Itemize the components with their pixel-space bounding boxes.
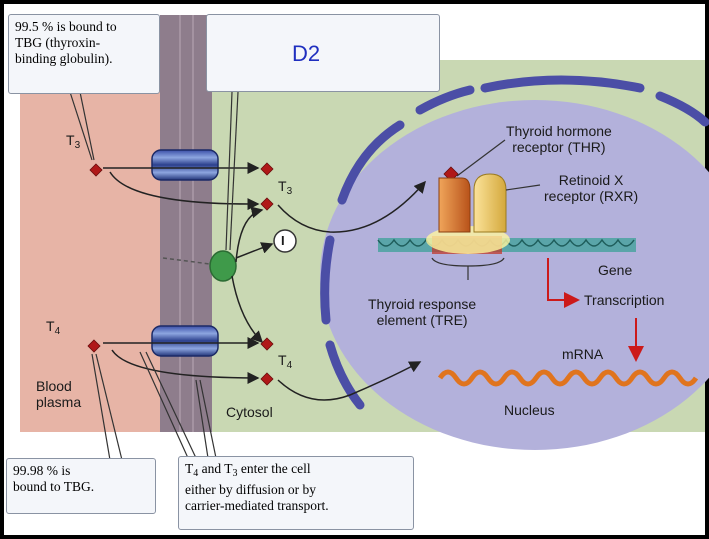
callout-enter-cell: T4 and T3 enter the cell either by diffu… [178, 456, 414, 530]
d2-to-t3-arrow [235, 206, 264, 263]
callout-tbg-t4: 99.98 % is bound to TBG. [6, 458, 156, 514]
transporter-top [151, 149, 219, 181]
callout-line: either by diffusion or by [185, 482, 316, 497]
binding-glow [426, 226, 510, 254]
t3-molecule-cytosol [260, 197, 274, 211]
t4-arrow-lower [111, 349, 260, 384]
d2-to-iodide-arrow [235, 242, 274, 259]
callout-line: carrier-mediated transport. [185, 498, 329, 513]
rxr-receptor [473, 173, 507, 233]
callout-line: 99.5 % is bound to [15, 19, 117, 34]
t4-molecule-plasma [87, 339, 101, 353]
blood-plasma-label: Blood plasma [36, 378, 82, 410]
t4-molecule-cytosol [260, 372, 274, 386]
tbg-t3-leader [79, 91, 95, 161]
t4-label-cytosol: T4 [278, 352, 293, 371]
mrna-strand [437, 369, 699, 387]
d2-enzyme [209, 250, 237, 282]
t4-molecule-cytosol [260, 337, 274, 351]
callout-line: 99.98 % is [13, 463, 71, 478]
transcription-label: Transcription [584, 292, 665, 308]
d2-leader [225, 91, 233, 251]
t4-label-plasma: T4 [46, 318, 61, 337]
callout-line: binding globulin). [15, 51, 113, 66]
membrane-dashed-line [162, 257, 211, 265]
enter-cell-leader [145, 351, 197, 459]
enter-cell-leader [199, 379, 217, 459]
cell-membrane [160, 15, 212, 432]
gene-label: Gene [598, 262, 633, 278]
rxr-label: Retinoid X receptor (RXR) [544, 172, 639, 204]
tbg-t3-leader [69, 91, 93, 161]
d2-leader [229, 91, 239, 251]
nuclear-envelope [320, 75, 709, 410]
t3-label-cytosol: T3 [278, 178, 293, 197]
t3-molecule-plasma [89, 163, 103, 177]
d2-label: D2 [292, 41, 321, 66]
thr-receptor [438, 177, 471, 233]
tbg-t4-leader [91, 353, 111, 461]
t3-label-plasma: T3 [66, 132, 81, 151]
iodide-circle [273, 229, 297, 253]
t3-arrow-lower [109, 171, 260, 211]
rxr-leader [505, 184, 541, 191]
thr-leader [456, 139, 506, 177]
iodide-label: I [281, 233, 285, 248]
t4-into-nucleus-arrow [277, 361, 422, 401]
t3-into-nucleus-arrow [277, 180, 426, 233]
callout-d2: D2 [206, 14, 440, 92]
tbg-t4-leader [95, 353, 123, 461]
tre-label: Thyroid response element (TRE) [368, 296, 477, 328]
nucleus-label: Nucleus [504, 402, 555, 418]
transcription-arrow [547, 258, 580, 308]
enter-cell-leader [195, 379, 209, 459]
callout-line: bound to TBG. [13, 479, 95, 494]
blood-plasma-region [20, 60, 170, 432]
t4-to-d2-arrow [231, 275, 264, 344]
callout-tbg-t3: 99.5 % is bound to TBG (thyroxin- bindin… [8, 14, 160, 94]
transporter-bottom [151, 325, 219, 357]
thr-label: Thyroid hormone receptor (THR) [506, 123, 612, 155]
enter-cell-leader [139, 351, 189, 459]
callout-line: T4 and T3 enter the cell [185, 461, 311, 479]
callout-line: TBG (thyroxin- [15, 35, 101, 50]
cytosol-label: Cytosol [226, 404, 273, 420]
t3-molecule-cytosol [260, 162, 274, 176]
mrna-label: mRNA [562, 346, 604, 362]
